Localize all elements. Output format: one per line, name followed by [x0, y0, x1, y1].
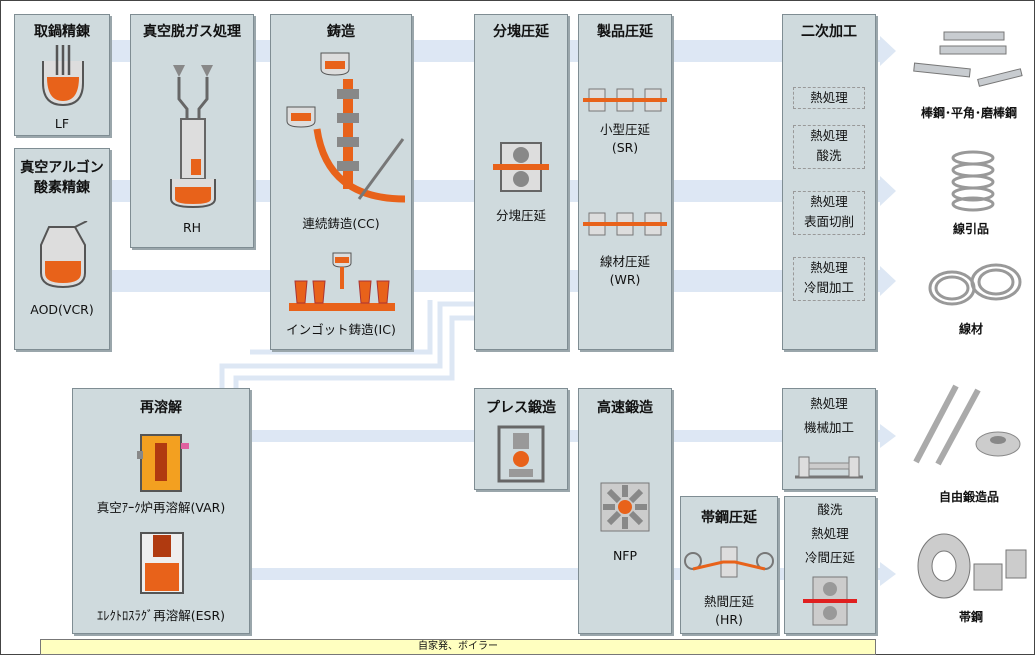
- cc-label: 連続鋳造(CC): [302, 216, 380, 231]
- rh-box: 真空脱ガス処理 RH: [130, 14, 254, 248]
- strip-coil-icon: [917, 533, 1027, 599]
- ic-label: インゴット鋳造(IC): [286, 322, 396, 337]
- casting-title: 鋳造: [327, 24, 355, 40]
- strip-post-box: 酸洗 熱処理 冷間圧延: [784, 496, 876, 634]
- press-forging-box: プレス鍛造: [474, 388, 568, 490]
- high-speed-forging-title: 高速鍛造: [597, 400, 653, 416]
- hot-strip-mill-icon: [684, 546, 774, 578]
- forging-post-line1: 熱処理: [810, 396, 848, 411]
- rh-label: RH: [182, 220, 202, 235]
- nfp-icon: [600, 482, 650, 532]
- flow-arrow-strip: [880, 562, 896, 586]
- converter-icon: [40, 221, 88, 289]
- lf-title: 取鍋精錬: [34, 24, 90, 40]
- lf-box: 取鍋精錬 LF: [14, 14, 110, 136]
- flow-arrow-bars: [880, 36, 896, 66]
- secondary-title: 二次加工: [801, 24, 857, 40]
- secondary-step-heat-cold: 熱処理 冷間加工: [793, 257, 865, 301]
- blooming-title: 分塊圧延: [493, 24, 549, 40]
- secondary-step-heat-peel: 熱処理 表面切削: [793, 191, 865, 235]
- wire-mill-icon: [583, 212, 667, 236]
- flow-connectors: [219, 300, 475, 390]
- bar-steel-icon: [913, 31, 1023, 87]
- press-icon: [497, 425, 545, 483]
- forging-post-line2: 機械加工: [803, 420, 854, 435]
- forging-post-box: 熱処理 機械加工: [782, 388, 876, 490]
- ladle-icon: [42, 45, 84, 107]
- secondary-step3-line2: 表面切削: [803, 214, 854, 229]
- rh-title: 真空脱ガス処理: [143, 24, 241, 40]
- blooming-label: 分塊圧延: [495, 208, 546, 223]
- drawn-wire-coil-icon: [951, 150, 995, 212]
- strip-rolling-title: 帯鋼圧延: [701, 510, 757, 526]
- aod-label: AOD(VCR): [30, 302, 94, 317]
- lf-label: LF: [54, 116, 70, 131]
- nfp-label: NFP: [612, 548, 638, 563]
- secondary-step2-line1: 熱処理: [810, 128, 848, 143]
- secondary-step4-line2: 冷間加工: [803, 280, 854, 295]
- aod-title-line1: 真空アルゴン: [20, 160, 104, 176]
- strip-post-line3: 冷間圧延: [804, 550, 855, 565]
- esr-label: ｴﾚｸﾄﾛｽﾗｸﾞ再溶解(ESR): [96, 608, 226, 623]
- strip-rolling-box: 帯鋼圧延 熱間圧延 (HR): [680, 496, 778, 634]
- footer-banner: 自家発、ボイラー: [40, 639, 876, 655]
- strip-post-line2: 熱処理: [811, 526, 849, 541]
- aod-box: 真空アルゴン 酸素精錬 AOD(VCR): [14, 148, 110, 350]
- vacuum-degasser-icon: [170, 65, 216, 209]
- product-strip-label: 帯鋼: [958, 610, 983, 624]
- hr-label-line1: 熱間圧延: [703, 594, 754, 609]
- sr-label-line1: 小型圧延: [599, 122, 650, 137]
- high-speed-forging-box: 高速鍛造 NFP: [578, 388, 672, 634]
- cold-mill-icon: [803, 576, 857, 626]
- wire-rod-coil-icon: [928, 263, 1022, 306]
- hr-label-line2: (HR): [715, 612, 743, 627]
- remelting-title: 再溶解: [140, 400, 182, 416]
- secondary-step2-line2: 酸洗: [816, 148, 842, 163]
- casting-box: 鋳造 連続鋳造(CC) インゴット鋳造(IC): [270, 14, 412, 350]
- secondary-step-heat-pickle: 熱処理 酸洗: [793, 125, 865, 169]
- product-rolling-title: 製品圧延: [597, 24, 653, 40]
- flow-arrow-wire-rod: [880, 266, 896, 296]
- flow-arrow-forgings: [880, 424, 896, 448]
- small-mill-icon: [583, 88, 667, 112]
- esr-furnace-icon: [140, 532, 184, 594]
- press-forging-title: プレス鍛造: [486, 400, 556, 416]
- product-wire-rod-label: 線材: [958, 322, 983, 336]
- continuous-caster-icon: [286, 52, 405, 203]
- blooming-mill-icon: [493, 142, 549, 192]
- flow-arrow-drawn-wire: [880, 176, 896, 206]
- strip-post-line1: 酸洗: [817, 502, 843, 517]
- secondary-step3-line1: 熱処理: [810, 194, 848, 209]
- lathe-icon: [795, 456, 863, 479]
- product-rolling-box: 製品圧延 小型圧延 (SR) 線材圧延 (WR): [578, 14, 672, 350]
- secondary-processing-box: 二次加工 熱処理 熱処理 酸洗 熱処理 表面切削 熱処理 冷間加工: [782, 14, 876, 350]
- aod-title-line2: 酸素精錬: [34, 180, 90, 196]
- var-furnace-icon: [137, 434, 189, 492]
- ingot-casting-icon: [289, 252, 395, 311]
- remelting-box: 再溶解 真空ｱｰｸ炉再溶解(VAR) ｴﾚｸﾄﾛｽﾗｸﾞ再溶解(ESR): [72, 388, 250, 634]
- wr-label-line1: 線材圧延: [599, 254, 650, 269]
- sr-label-line2: (SR): [611, 140, 639, 155]
- secondary-step4-line1: 熱処理: [810, 260, 848, 275]
- secondary-step-heat: 熱処理: [793, 87, 865, 109]
- blooming-box: 分塊圧延 分塊圧延: [474, 14, 568, 350]
- product-forgings-label: 自由鍛造品: [938, 490, 999, 504]
- forged-parts-icon: [913, 384, 1021, 466]
- var-label: 真空ｱｰｸ炉再溶解(VAR): [96, 500, 226, 515]
- product-bars-label: 棒鋼･平角･磨棒鋼: [920, 106, 1017, 120]
- wr-label-line2: (WR): [609, 272, 641, 287]
- secondary-step1-label: 熱処理: [810, 90, 848, 105]
- product-drawn-wire-label: 線引品: [952, 222, 989, 236]
